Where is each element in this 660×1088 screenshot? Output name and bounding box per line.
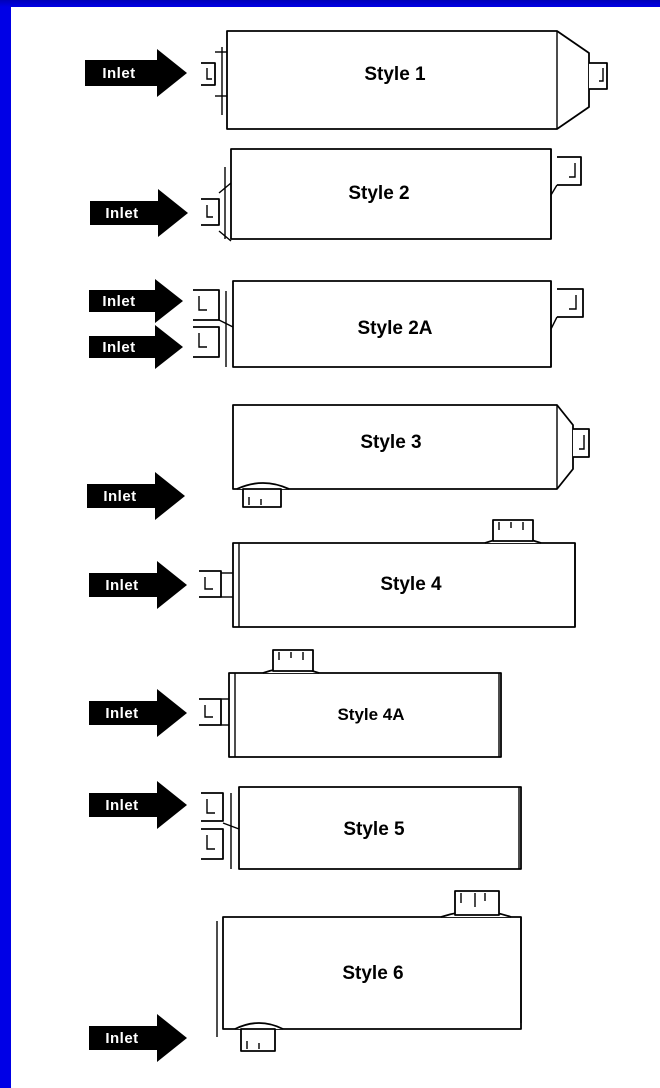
style-6-inlet-arrow: Inlet bbox=[89, 1014, 187, 1062]
frame-top-bar bbox=[0, 0, 660, 7]
style-1-muffler: Style 1 bbox=[201, 30, 608, 130]
style-5-label: Style 5 bbox=[343, 819, 405, 840]
style-2a-inlet-label-bottom: Inlet bbox=[102, 339, 135, 356]
style-2a-inlet-arrow-top: Inlet bbox=[89, 279, 183, 323]
style-1-label: Style 1 bbox=[364, 64, 426, 85]
style-5-muffler: Style 5 bbox=[201, 786, 522, 870]
style-2-muffler: Style 2 bbox=[201, 148, 582, 242]
style-3-label: Style 3 bbox=[360, 432, 421, 453]
style-2a-inlet-arrow-bottom: Inlet bbox=[89, 325, 183, 369]
style-1-inlet-arrow: Inlet bbox=[85, 49, 187, 97]
style-3-muffler: Style 3 bbox=[232, 404, 590, 508]
style-2a-muffler: Style 2A bbox=[193, 280, 584, 368]
style-2-label: Style 2 bbox=[348, 183, 409, 204]
style-1-inlet-label: Inlet bbox=[102, 65, 135, 82]
style-6-label: Style 6 bbox=[342, 963, 403, 984]
style-4-label: Style 4 bbox=[380, 574, 442, 595]
style-4-muffler: Style 4 bbox=[199, 519, 576, 628]
style-3-inlet-label: Inlet bbox=[103, 488, 136, 505]
style-2-inlet-label: Inlet bbox=[105, 205, 138, 222]
style-4a-muffler: Style 4A bbox=[199, 649, 502, 758]
style-3-inlet-arrow: Inlet bbox=[87, 472, 185, 520]
muffler-styles-diagram: Style 1 Inlet Style 2 Inlet Style 2A bbox=[11, 7, 660, 1088]
style-6-muffler: Style 6 bbox=[216, 890, 522, 1052]
style-5-inlet-label: Inlet bbox=[105, 797, 138, 814]
style-6-inlet-label: Inlet bbox=[105, 1030, 138, 1047]
style-5-inlet-arrow: Inlet bbox=[89, 781, 187, 829]
style-4a-label: Style 4A bbox=[337, 705, 404, 724]
style-4a-inlet-arrow: Inlet bbox=[89, 689, 187, 737]
style-2a-inlet-label-top: Inlet bbox=[102, 293, 135, 310]
style-4-inlet-label: Inlet bbox=[105, 577, 138, 594]
style-4a-inlet-label: Inlet bbox=[105, 705, 138, 722]
diagram-canvas: Style 1 Inlet Style 2 Inlet Style 2A bbox=[85, 30, 608, 1062]
style-2-inlet-arrow: Inlet bbox=[90, 189, 188, 237]
style-2a-label: Style 2A bbox=[358, 318, 433, 339]
style-4-inlet-arrow: Inlet bbox=[89, 561, 187, 609]
